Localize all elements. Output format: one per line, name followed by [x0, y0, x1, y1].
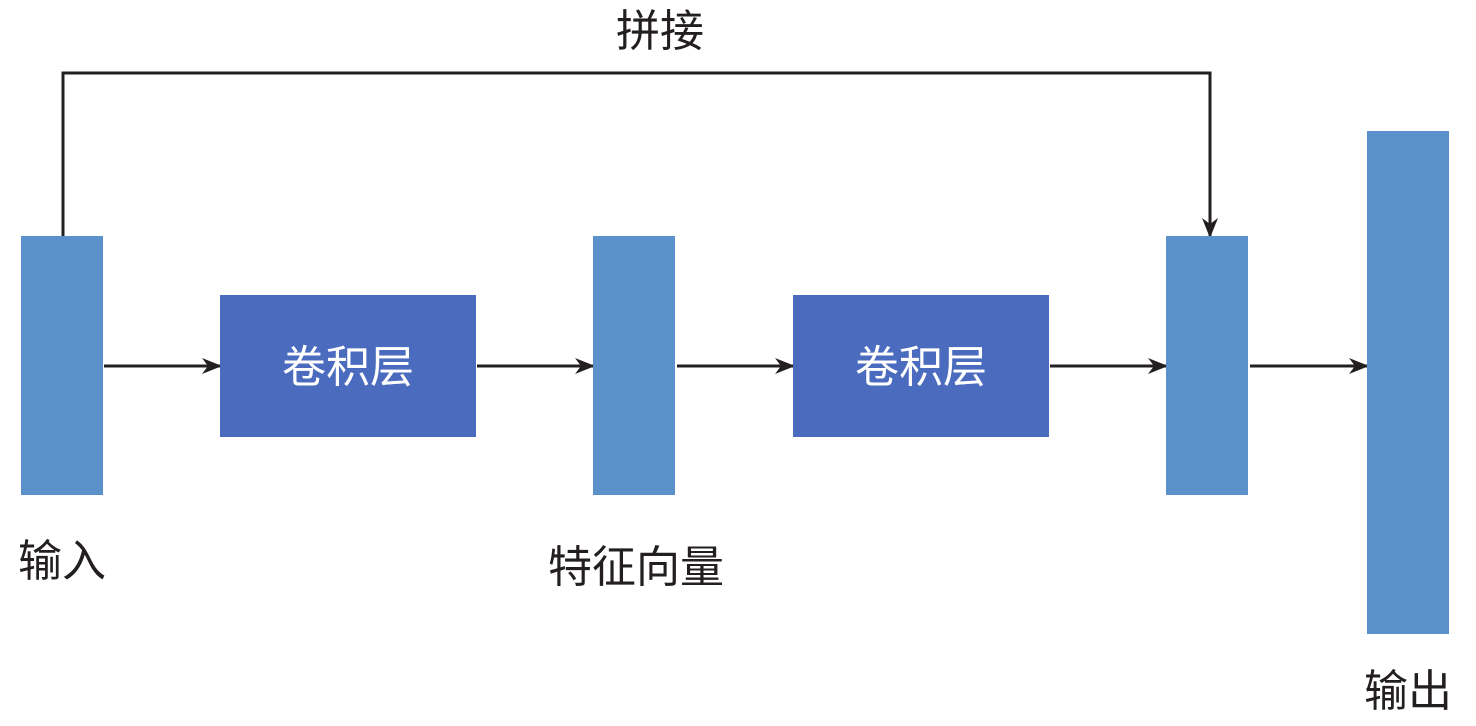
concat-vector-bar — [1166, 236, 1248, 495]
conv-layer-1-label: 卷积层 — [282, 342, 414, 393]
feature-vector-label: 特征向量 — [548, 542, 724, 593]
output-label: 输出 — [1364, 666, 1452, 717]
conv-layer-2-box — [793, 295, 1049, 437]
conv-layer-2-label: 卷积层 — [855, 342, 987, 393]
conv-layer-1-box — [220, 295, 476, 437]
input-vector-bar — [21, 236, 103, 495]
concat-label: 拼接 — [616, 6, 704, 57]
concat-skip-connection — [61, 71, 1218, 238]
output-vector-bar — [1367, 131, 1449, 634]
input-label: 输入 — [18, 536, 106, 587]
feature-vector-bar — [593, 236, 675, 495]
